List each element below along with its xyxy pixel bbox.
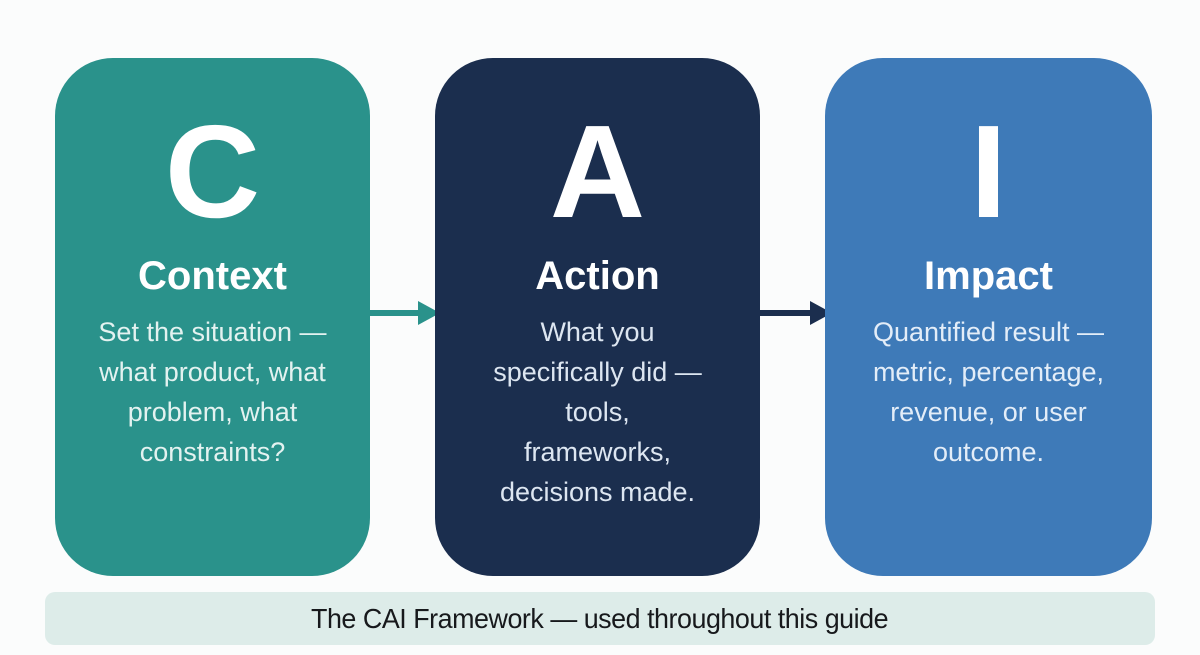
impact-title: Impact bbox=[924, 253, 1053, 298]
impact-description: Quantified result — metric, percentage, … bbox=[872, 316, 1105, 467]
arrow-context-to-action bbox=[366, 298, 440, 328]
arrow-action-to-impact bbox=[758, 298, 832, 328]
context-description: Set the situation — what product, what p… bbox=[98, 316, 327, 467]
impact-letter: I bbox=[970, 98, 1007, 245]
context-letter: C bbox=[164, 98, 261, 245]
action-letter: A bbox=[549, 98, 646, 245]
action-card: A Action What you specifically did — too… bbox=[435, 58, 760, 576]
arrow-shaft bbox=[366, 310, 420, 316]
action-description: What you specifically did — tools, frame… bbox=[493, 316, 702, 507]
impact-card: I Impact Quantified result — metric, per… bbox=[825, 58, 1152, 576]
footer-caption: The CAI Framework — used throughout this… bbox=[311, 602, 889, 634]
context-card: C Context Set the situation — what produ… bbox=[55, 58, 370, 576]
action-title: Action bbox=[535, 253, 660, 298]
arrow-head-icon bbox=[418, 301, 440, 325]
arrow-shaft bbox=[758, 310, 812, 316]
footer-caption-bar: The CAI Framework — used throughout this… bbox=[45, 592, 1155, 645]
context-title: Context bbox=[138, 253, 287, 298]
